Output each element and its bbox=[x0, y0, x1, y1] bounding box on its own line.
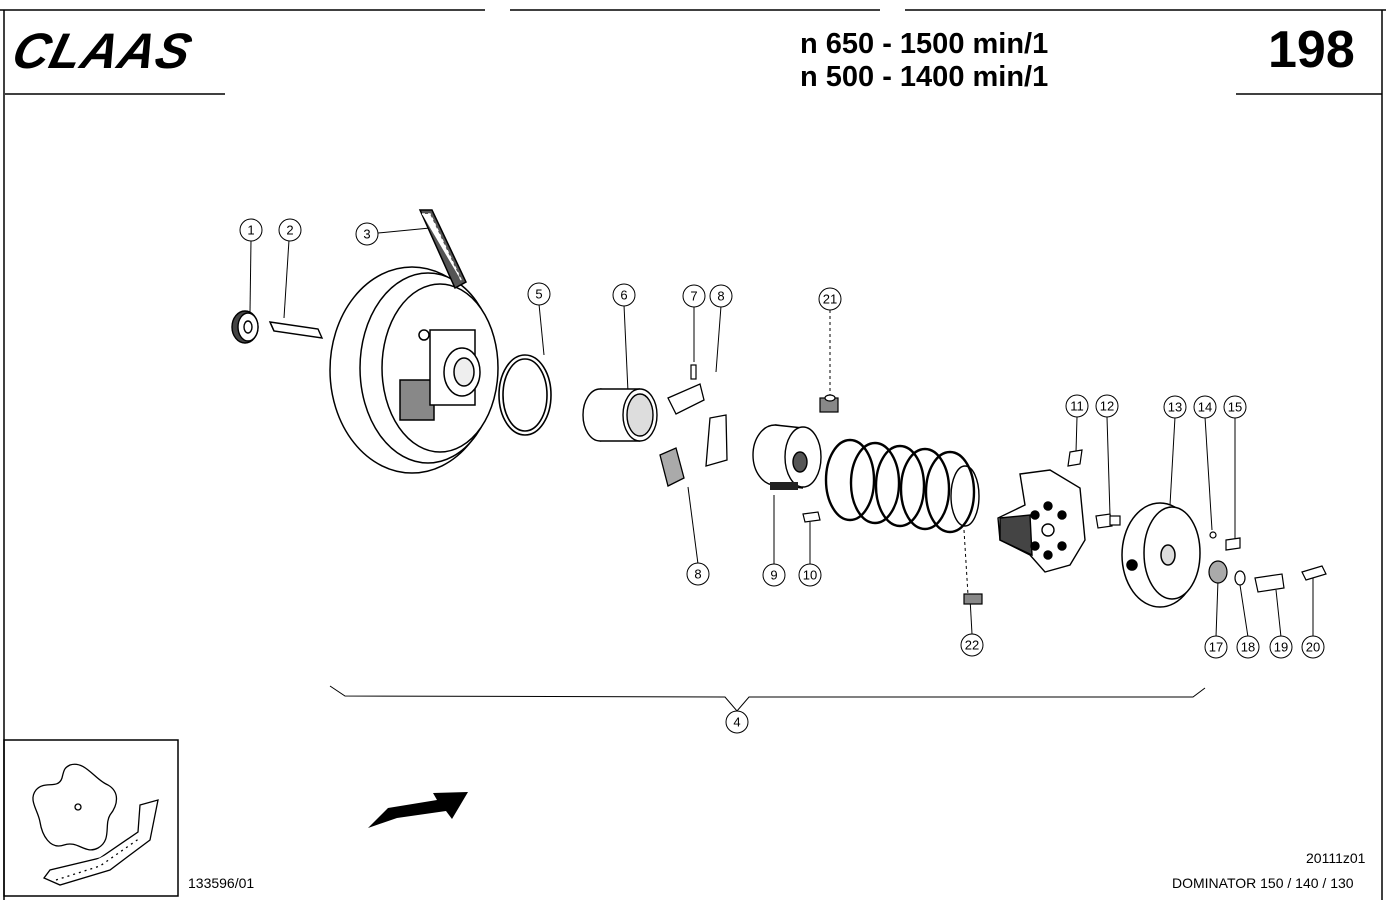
callout-5: 5 bbox=[535, 287, 542, 302]
speed-range-2: n 500 - 1400 min/1 bbox=[800, 61, 1049, 93]
direction-arrow-icon bbox=[368, 792, 468, 828]
drawing-number: 133596/01 bbox=[188, 875, 255, 891]
callout-8-top: 8 bbox=[717, 289, 724, 304]
callout-8-bottom: 8 bbox=[694, 567, 701, 582]
frame-lines bbox=[0, 9, 1386, 900]
callout-11: 11 bbox=[1070, 399, 1084, 414]
part-21-grease-nipple bbox=[819, 394, 839, 413]
part-8-shoes bbox=[659, 383, 728, 487]
callout-15: 15 bbox=[1228, 400, 1242, 415]
callout-3: 3 bbox=[363, 227, 370, 242]
callout-1: 1 bbox=[247, 223, 254, 238]
page-number: 198 bbox=[1268, 21, 1355, 79]
callout-20: 20 bbox=[1306, 640, 1320, 655]
callout-19: 19 bbox=[1274, 640, 1288, 655]
part-7-pin bbox=[690, 364, 697, 380]
part-5-ring bbox=[498, 354, 552, 436]
part-9-hub bbox=[752, 424, 822, 490]
reference-code: 20111z01 bbox=[1306, 850, 1366, 866]
locator-thumbnail bbox=[32, 763, 159, 886]
speed-range-1: n 650 - 1500 min/1 bbox=[800, 28, 1049, 60]
spring bbox=[824, 438, 980, 534]
part-10-pin bbox=[802, 511, 821, 523]
leader-lines bbox=[249, 227, 1314, 712]
callout-21: 21 bbox=[823, 292, 837, 307]
callout-6: 6 bbox=[620, 288, 627, 303]
part-6-bushing bbox=[582, 388, 658, 442]
part-1-washer bbox=[231, 310, 259, 344]
callout-labels: 1 2 3 5 6 7 8 8 9 10 21 22 11 12 13 14 1… bbox=[247, 223, 1320, 730]
part-2-key bbox=[268, 321, 324, 339]
callout-2: 2 bbox=[286, 223, 293, 238]
part-12-bolt bbox=[1095, 513, 1121, 529]
part-13-cover bbox=[1121, 502, 1201, 608]
callout-13: 13 bbox=[1168, 400, 1182, 415]
callout-22: 22 bbox=[965, 638, 979, 653]
part-22-screw bbox=[963, 593, 983, 605]
part-11-bolt bbox=[1067, 449, 1083, 467]
callout-9: 9 bbox=[770, 568, 777, 583]
callout-18: 18 bbox=[1241, 640, 1255, 655]
part-3-pulley bbox=[329, 209, 499, 474]
callout-circles bbox=[239, 218, 1325, 734]
callout-12: 12 bbox=[1100, 399, 1114, 414]
callout-7: 7 bbox=[690, 289, 697, 304]
flyweight-carrier bbox=[997, 469, 1086, 573]
callout-14: 14 bbox=[1198, 400, 1212, 415]
small-fasteners bbox=[1208, 531, 1327, 593]
callout-10: 10 bbox=[803, 568, 817, 583]
callout-4: 4 bbox=[733, 715, 740, 730]
model-designation: DOMINATOR 150 / 140 / 130 bbox=[1172, 875, 1354, 891]
callout-17: 17 bbox=[1209, 640, 1223, 655]
